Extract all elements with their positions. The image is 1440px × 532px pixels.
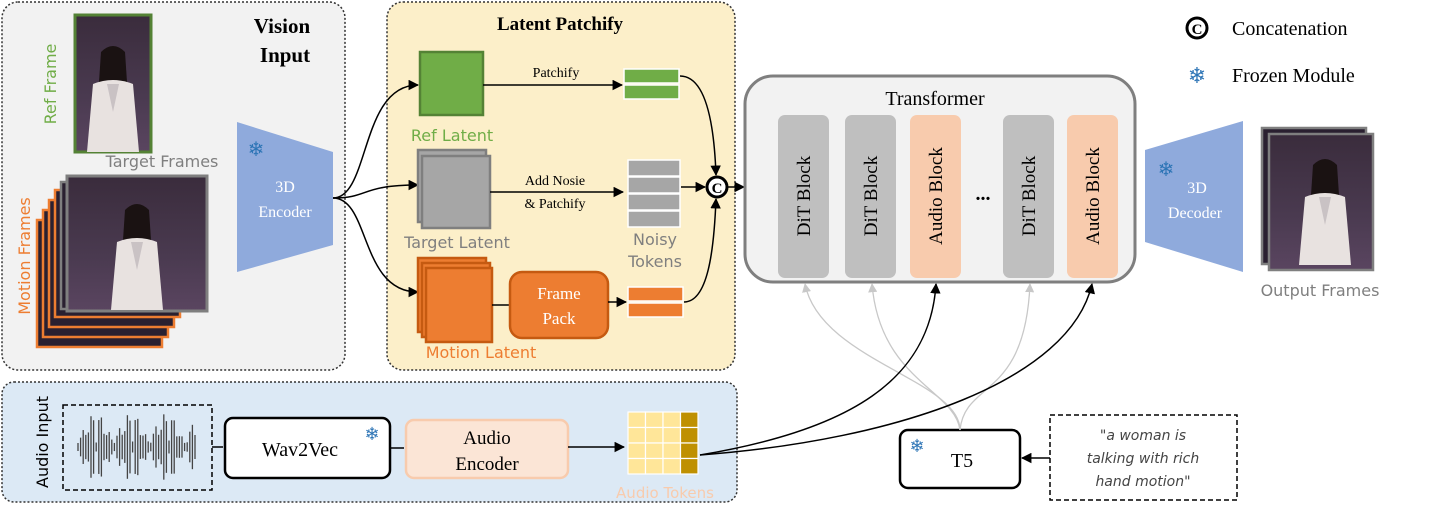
audio-encoder-label-2: Encoder xyxy=(455,454,519,475)
target-frames-label: Target Frames xyxy=(105,152,219,171)
block-label: Audio Block xyxy=(1083,147,1104,245)
arrow-to-target-latent xyxy=(332,179,420,199)
prompt-text: "a woman is xyxy=(1100,428,1186,444)
block-label: Audio Block xyxy=(926,147,947,245)
text-condition-arrows xyxy=(802,283,1035,431)
audio-token-cell xyxy=(679,426,699,444)
ref-latent-label: Ref Latent xyxy=(411,126,493,145)
frame-pack-label-2: Pack xyxy=(542,309,576,328)
vision-input-title-2: Input xyxy=(260,43,310,67)
audio-token-cell xyxy=(662,426,682,444)
block-label: DiT Block xyxy=(861,155,882,236)
concat-legend-label: Concatenation xyxy=(1232,18,1348,40)
noisy-tokens xyxy=(627,159,681,228)
target-latent-block xyxy=(416,148,492,230)
output-frames-image xyxy=(1260,126,1375,272)
decoder-label-2: Decoder xyxy=(1168,205,1223,222)
audio-token-cell xyxy=(662,442,682,460)
frozen-legend-label: Frozen Module xyxy=(1232,65,1355,87)
dit-block: DiT Block xyxy=(845,115,896,278)
audio-input-panel: Audio Input Wav2Vec ❄ Audio Encoder Audi… xyxy=(1,381,738,503)
prompt-text-3: hand motion" xyxy=(1095,474,1190,490)
wav2vec-label: Wav2Vec xyxy=(262,439,338,461)
target-latent-label: Target Latent xyxy=(403,233,510,252)
legend: C Concatenation ❄ Frozen Module xyxy=(1185,16,1355,88)
audio-token-cell xyxy=(644,457,664,475)
svg-text:C: C xyxy=(1192,22,1203,38)
transformer-module: Transformer DiT Block DiT Block Audio Bloc… xyxy=(743,74,1137,284)
snowflake-icon: ❄ xyxy=(1158,159,1175,181)
audio-token-cell xyxy=(627,411,647,429)
motion-tokens xyxy=(627,286,684,318)
3d-decoder: ❄ 3D Decoder xyxy=(1145,121,1243,272)
svg-text:C: C xyxy=(712,181,723,197)
prompt-text-2: talking with rich xyxy=(1087,451,1200,467)
audio-token-cell xyxy=(644,426,664,444)
motion-latent-block xyxy=(416,256,494,344)
audio-token-cell xyxy=(644,411,664,429)
audio-token-cell xyxy=(679,411,699,429)
audio-input-label: Audio Input xyxy=(33,396,52,488)
audio-block: Audio Block xyxy=(910,115,961,278)
audio-tokens xyxy=(627,411,699,475)
noisy-tokens-label-2: Tokens xyxy=(627,252,682,271)
block-label: DiT Block xyxy=(1019,155,1040,236)
motion-latent-label: Motion Latent xyxy=(426,343,537,362)
concat-legend-icon xyxy=(1185,16,1209,40)
block-ellipsis: ... xyxy=(976,183,991,205)
audio-encoder-module: Audio Encoder xyxy=(404,418,570,480)
wav2vec-module: Wav2Vec ❄ xyxy=(223,416,392,480)
ref-frame-image xyxy=(73,13,153,154)
vision-input-panel: Vision Input Ref Frame Target Frames Mot… xyxy=(1,1,346,371)
snowflake-icon: ❄ xyxy=(1188,63,1206,88)
encoder-label: 3D xyxy=(275,179,295,196)
audio-encoder-label: Audio xyxy=(463,428,511,449)
audio-token-cell xyxy=(627,426,647,444)
snowflake-icon: ❄ xyxy=(248,139,265,161)
decoder-label: 3D xyxy=(1187,180,1207,197)
ref-frame-label: Ref Frame xyxy=(41,44,60,125)
block-label: DiT Block xyxy=(794,155,815,236)
patchify-label: Patchify xyxy=(533,66,580,81)
audio-token-cell xyxy=(679,442,699,460)
frame-pack-module: Frame Pack xyxy=(508,270,610,340)
motion-frames-stack xyxy=(35,174,209,349)
dit-block: DiT Block xyxy=(778,115,829,278)
audio-token-cell xyxy=(662,457,682,475)
audio-condition-arrows xyxy=(699,282,1095,456)
t5-label: T5 xyxy=(951,450,973,472)
audio-block: Audio Block xyxy=(1067,115,1118,278)
arrow-to-ref-latent xyxy=(332,79,420,199)
output-frames-label: Output Frames xyxy=(1261,281,1380,300)
t5-module: ❄ T5 xyxy=(898,428,1022,490)
audio-token-cell xyxy=(644,442,664,460)
add-noise-label-2: & Patchify xyxy=(524,197,585,212)
waveform-icon xyxy=(77,414,196,480)
ref-latent-block xyxy=(418,50,485,117)
latent-patchify-panel: Latent Patchify Ref Latent Patchify Targ… xyxy=(332,1,736,371)
audio-token-cell xyxy=(627,457,647,475)
encoder-label-2: Encoder xyxy=(258,204,312,221)
transformer-title: Transformer xyxy=(885,88,985,110)
noisy-tokens-label: Noisy xyxy=(633,230,677,249)
3d-encoder: ❄ 3D Encoder xyxy=(237,122,333,272)
vision-input-title: Vision xyxy=(254,14,311,38)
motion-frames-label: Motion Frames xyxy=(15,197,34,315)
arrow-to-motion-latent xyxy=(332,197,420,298)
concat-operator: C xyxy=(705,175,729,199)
snowflake-icon: ❄ xyxy=(364,424,379,444)
frame-pack-label: Frame xyxy=(537,284,580,303)
snowflake-icon: ❄ xyxy=(909,436,924,456)
audio-token-cell xyxy=(627,442,647,460)
audio-token-cell xyxy=(662,411,682,429)
audio-token-cell xyxy=(679,457,699,475)
add-noise-label: Add Nosie xyxy=(525,174,585,189)
latent-patchify-title: Latent Patchify xyxy=(497,14,624,35)
dit-block: DiT Block xyxy=(1003,115,1054,278)
ref-tokens xyxy=(623,68,680,100)
text-prompt-box: "a woman is talking with rich hand motio… xyxy=(1049,414,1238,501)
audio-tokens-label: Audio Tokens xyxy=(616,484,714,502)
